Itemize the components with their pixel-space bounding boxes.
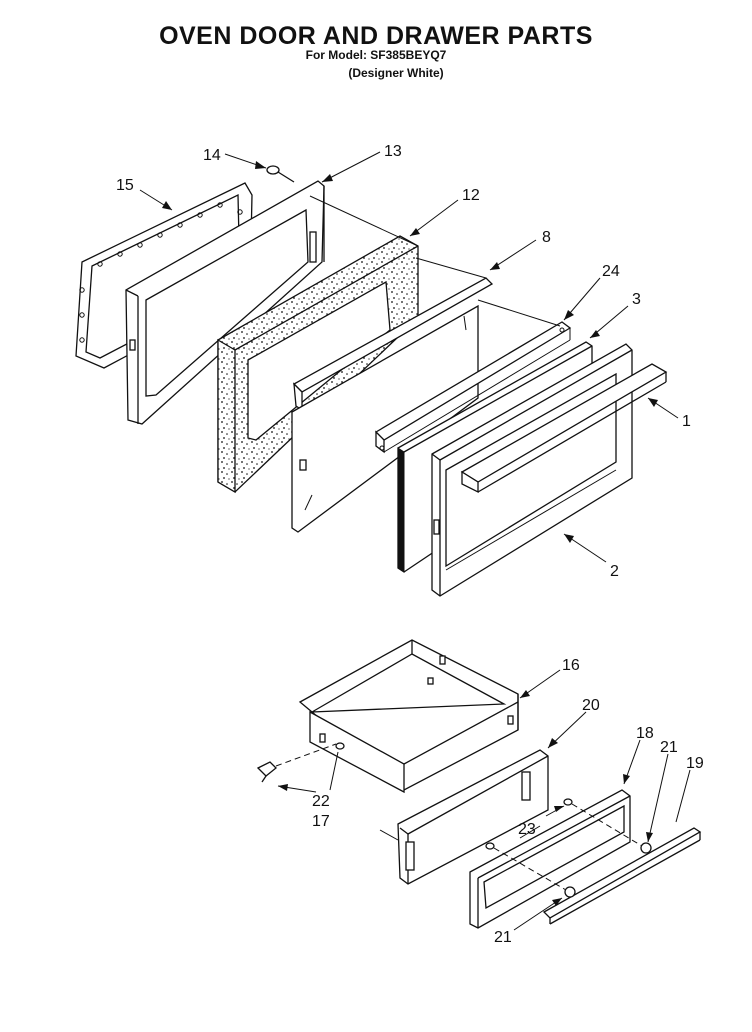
part-16-drawer-body [298,639,519,794]
callout-3: 3 [632,291,641,308]
callout-12: 12 [462,187,480,204]
leader-lines-lower [277,669,691,931]
callout-21-bottom: 21 [494,929,512,946]
part-8-door-baffle [291,277,494,533]
callout-8: 8 [542,229,551,246]
callout-14: 14 [203,147,221,164]
callout-13: 13 [384,143,402,160]
part-22-screw [335,742,345,750]
model-line: For Model: SF385BEYQ7 [305,48,447,62]
part-13-inner-door [125,180,325,425]
callout-16: 16 [562,657,580,674]
part-17-drawer-slide [256,743,337,783]
callout-21-top: 21 [660,739,678,756]
callout-1: 1 [682,413,691,430]
callout-20: 20 [582,697,600,714]
part-1-door-handle [460,363,668,494]
callout-17: 17 [312,813,330,830]
part-19-trim-strip [542,827,702,925]
part-20-drawer-inner-panel [379,749,549,885]
part-12-door-insulation [217,235,419,494]
callout-23: 23 [518,821,536,838]
callout-24: 24 [602,263,620,280]
leader-lines-upper [139,151,679,563]
callout-2: 2 [610,563,619,580]
part-14-screw [266,165,295,183]
variant-line: (Designer White) [348,66,444,80]
callout-18: 18 [636,725,654,742]
page-title: OVEN DOOR AND DRAWER PARTS [159,22,593,50]
callout-22: 22 [312,793,330,810]
part-18-drawer-front [469,789,631,929]
part-24-vent-channel [374,321,572,454]
callout-19: 19 [686,755,704,772]
callout-15: 15 [116,177,134,194]
part-21-23-fasteners [485,798,652,898]
